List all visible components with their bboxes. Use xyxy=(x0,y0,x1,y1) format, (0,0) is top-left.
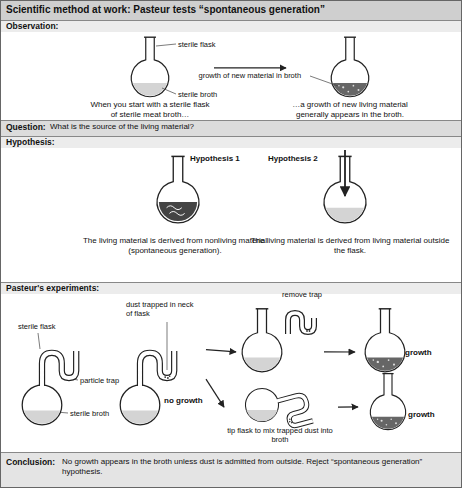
flask-figure: remove trap xyxy=(236,290,324,376)
flask-drawing xyxy=(370,374,405,430)
node-heading: Conclusion: xyxy=(6,457,55,467)
arrow-connector xyxy=(206,379,224,407)
callout-label: sterile flask xyxy=(178,40,216,49)
flask-figure: dust trapped in neck of flask no growth xyxy=(104,296,206,430)
title: Scientific method at work: Pasteur tests… xyxy=(6,4,325,16)
arrow-connector xyxy=(338,406,358,407)
node-heading: tip flask to mix trapped dust into broth xyxy=(224,426,336,444)
callout-label: sterile broth xyxy=(178,90,217,99)
flask-figure: growth xyxy=(358,384,446,446)
trap-piece xyxy=(288,313,314,334)
callout-label: particle trap xyxy=(80,376,119,385)
node-text: The living material is derived from nonl… xyxy=(70,236,280,255)
arrow-connector xyxy=(206,350,236,352)
node-text: The living material is derived from livi… xyxy=(250,236,450,255)
flask-drawing xyxy=(120,351,174,425)
flask-drawing xyxy=(242,309,282,372)
node-text: no growth xyxy=(164,396,203,406)
node-heading: sterile flask xyxy=(18,322,56,331)
node-heading: …a growth of new living material general… xyxy=(286,100,414,119)
node-heading: remove trap xyxy=(282,290,322,299)
flask-figure: growth xyxy=(355,296,443,376)
flask-figure: sterile flask xyxy=(14,318,70,430)
flask-drawing xyxy=(131,37,168,97)
callout-label: sterile broth xyxy=(70,409,109,418)
node-heading: Hypothesis 2 xyxy=(268,154,318,164)
node-heading: Pasteur's experiments: xyxy=(6,283,99,293)
node-text: What is the source of the living materia… xyxy=(50,122,194,132)
question-band: Question: What is the source of the livin… xyxy=(0,120,462,136)
leader-line xyxy=(38,44,338,413)
node-heading: growth xyxy=(405,348,432,358)
node-heading: Observation: xyxy=(6,21,58,31)
node-heading: Hypothesis: xyxy=(6,137,55,147)
flask-figure: tip flask to mix trapped dust into broth xyxy=(224,384,338,450)
node-heading: Question: xyxy=(6,122,46,132)
node-heading: growth xyxy=(408,410,435,420)
entry-arrow xyxy=(344,150,346,196)
node-text: No growth appears in the broth unless du… xyxy=(62,457,454,476)
node-heading: When you start with a sterile flask of s… xyxy=(88,100,212,119)
node-heading: dust trapped in neck of flask xyxy=(126,300,198,318)
node-heading: Hypothesis 1 xyxy=(190,154,240,164)
flask-drawing xyxy=(331,37,368,97)
hypothesis-figure: Hypothesis 2 The living material is deriv… xyxy=(250,152,452,270)
flask-drawing xyxy=(22,351,76,425)
section-band: Pasteur's experiments: sterile flask dust … xyxy=(0,282,462,452)
arrow-connector xyxy=(214,67,286,68)
flask-drawing xyxy=(157,156,199,223)
section-band: Hypothesis: Hypothesis 1 The living materi… xyxy=(0,136,462,282)
flask-figure: …a growth of new living material general… xyxy=(286,36,416,120)
arrow-connector xyxy=(324,351,355,352)
hypothesis-figure: Hypothesis 1 The living material is deriv… xyxy=(70,152,282,270)
conclusion-band: Conclusion: No growth appears in the brot… xyxy=(0,452,462,488)
edge-label: growth of new material in broth xyxy=(197,71,304,80)
flask-drawing xyxy=(365,309,405,372)
